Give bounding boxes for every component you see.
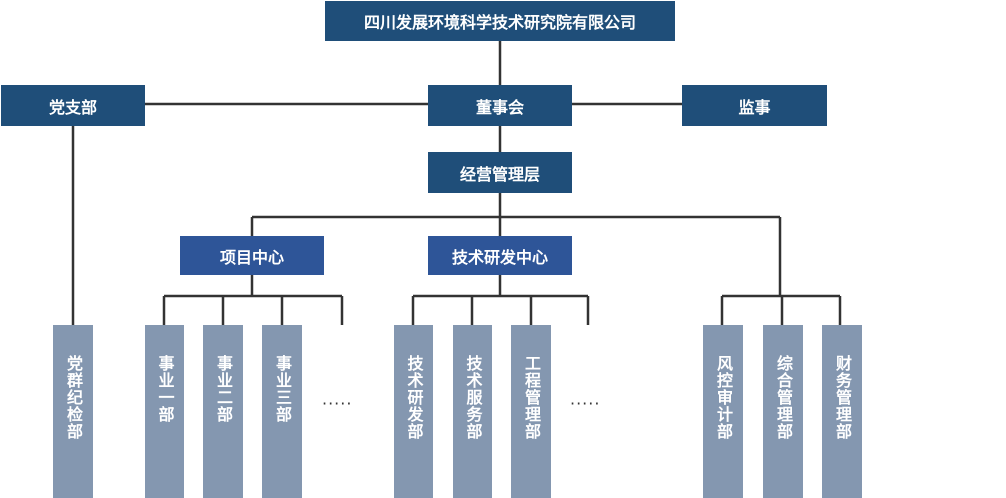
dept-finance: 财务管理部 xyxy=(822,325,862,498)
supervisor-label: 监事 xyxy=(738,97,771,117)
dept-label: 工程管理部 xyxy=(522,355,541,440)
project-center-label: 项目中心 xyxy=(219,247,284,267)
dept-label: 财务管理部 xyxy=(833,355,852,440)
company-label: 四川发展环境科学技术研究院有限公司 xyxy=(363,13,636,32)
party-branch-box: 党支部 xyxy=(1,85,145,126)
dept-tech-service: 技术服务部 xyxy=(453,325,492,498)
dept-label: 综合管理部 xyxy=(774,355,793,440)
dept-label: 事业三部 xyxy=(273,355,292,423)
management-box: 经营管理层 xyxy=(428,152,572,193)
dept-label: 技术研发部 xyxy=(404,355,424,440)
dept-risk-audit: 风控审计部 xyxy=(703,325,743,498)
board-box: 董事会 xyxy=(428,85,572,126)
dept-label: 技术服务部 xyxy=(463,355,483,440)
board-label: 董事会 xyxy=(475,97,524,117)
dept-biz1: 事业一部 xyxy=(145,325,184,498)
management-label: 经营管理层 xyxy=(459,164,540,184)
rd-center-label: 技术研发中心 xyxy=(451,247,548,267)
rd-center-box: 技术研发中心 xyxy=(428,236,572,275)
ellipsis-project: ····· xyxy=(322,394,353,413)
dept-label: 党群纪检部 xyxy=(64,355,83,440)
dept-label: 事业二部 xyxy=(214,355,233,423)
dept-engineering: 工程管理部 xyxy=(511,325,551,498)
ellipsis-rd: ····· xyxy=(570,394,601,413)
dept-party-discipline: 党群纪检部 xyxy=(53,325,93,498)
dept-label: 风控审计部 xyxy=(714,355,733,440)
party-branch-label: 党支部 xyxy=(48,97,97,117)
dept-general-mgmt: 综合管理部 xyxy=(763,325,803,498)
dept-biz3: 事业三部 xyxy=(262,325,302,498)
dept-tech-rd: 技术研发部 xyxy=(394,325,433,498)
dept-biz2: 事业二部 xyxy=(203,325,243,498)
company-box: 四川发展环境科学技术研究院有限公司 xyxy=(325,1,675,41)
project-center-box: 项目中心 xyxy=(180,236,324,275)
supervisor-box: 监事 xyxy=(682,85,827,126)
dept-label: 事业一部 xyxy=(155,355,175,423)
